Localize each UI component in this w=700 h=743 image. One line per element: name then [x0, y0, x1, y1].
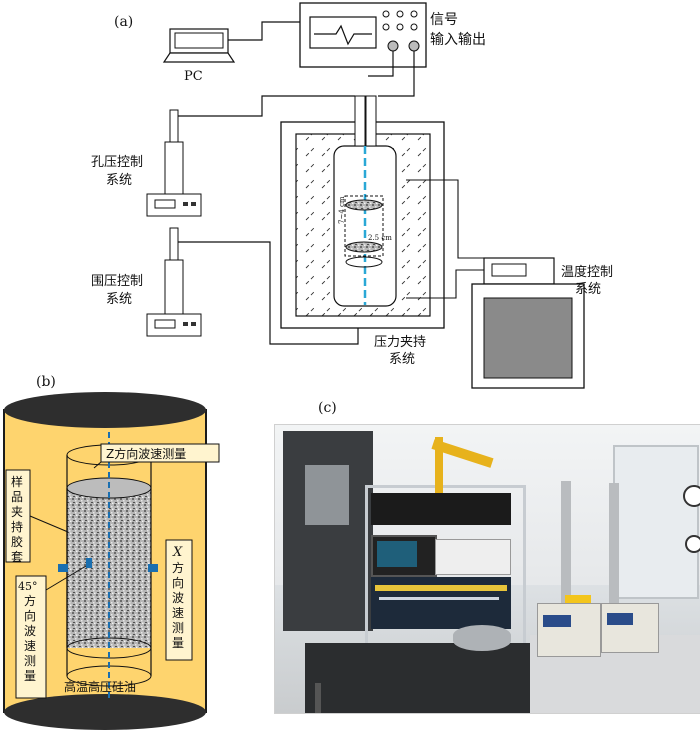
- z-label-box: [100, 443, 220, 463]
- deg45-char-3: 波: [24, 624, 36, 638]
- vessel-bottom-cap: [4, 694, 206, 730]
- oil-label: 高温高压硅油: [64, 679, 136, 694]
- signal-generator: [371, 493, 511, 525]
- deg45-label: 45° 方 向 波 速 测 量: [18, 580, 38, 683]
- lab-equipment-photo: [274, 424, 700, 714]
- pore-label-2: 系统: [106, 173, 132, 188]
- holder-label-2: 系统: [389, 352, 415, 367]
- panel-b-tag: (b): [36, 374, 56, 390]
- deg45-char-4: 速: [24, 639, 36, 653]
- dim-width-label: 2.5 cm: [368, 234, 392, 242]
- confining-cable: [178, 241, 359, 345]
- pore-cable: [178, 95, 355, 117]
- x-char-1: 方: [172, 560, 184, 575]
- sleeve-label: 样 品 夹 持 胶 套: [11, 474, 23, 564]
- pressure-vessel: [453, 625, 511, 651]
- pore-pressure-pump: [146, 109, 202, 217]
- panel-a: (a) 信号 输入输出 PC 孔压控制: [91, 2, 613, 389]
- z-label: Z方向波速测量: [106, 446, 186, 461]
- cable-out-2: [378, 51, 415, 97]
- cabinet-door: [283, 431, 373, 631]
- confining-label-1: 围压控制: [91, 274, 143, 289]
- waveform-trace: [314, 24, 372, 46]
- sleeve-label-box: [5, 469, 31, 563]
- deg45-label-box: [15, 575, 47, 699]
- sleeve-char-5: 胶: [11, 534, 23, 549]
- panel-b: (b) Z方向波速测量 样 品 夹 持 胶 套: [3, 374, 220, 730]
- temp-cable-1: [406, 179, 484, 259]
- holder-label-1: 压力夹持: [374, 335, 426, 350]
- device-knobs: [382, 10, 420, 52]
- syringe-pump-2: [601, 603, 659, 653]
- wall-clock-2: [685, 535, 700, 553]
- wall-clock: [683, 485, 700, 507]
- confining-label-2: 系统: [106, 292, 132, 307]
- pore-label-1: 孔压控制: [91, 155, 143, 170]
- temp-cable-2: [406, 269, 484, 299]
- pc-cable: [228, 21, 300, 41]
- transducer-right: [148, 564, 158, 572]
- equipment-rack: [365, 485, 526, 713]
- pressure-holder: [280, 95, 445, 329]
- vessel-top-cap: [4, 392, 206, 428]
- panel-a-tag: (a): [114, 14, 133, 30]
- transducer-left: [58, 564, 68, 572]
- pc-label: PC: [184, 69, 203, 84]
- pump-rod-2: [609, 483, 619, 609]
- panel-c-tag: (c): [318, 400, 337, 416]
- oscilloscope-screen: [309, 16, 377, 49]
- confining-pressure-pump: [146, 227, 202, 337]
- deg45-char-2: 向: [24, 608, 36, 623]
- x-char-5: 测: [172, 621, 184, 635]
- transducer-45: [86, 558, 92, 568]
- pc-icon: [162, 28, 236, 63]
- lab-bench: [305, 643, 535, 713]
- sleeve-char-3: 夹: [11, 505, 23, 519]
- x-label-top: X: [172, 545, 183, 560]
- sleeve-char-2: 品: [11, 490, 23, 504]
- deg45-char-1: 方: [24, 593, 36, 608]
- cable-out-1: [368, 51, 394, 77]
- deg45-char-5: 测: [24, 654, 36, 668]
- temp-label-2: 系统: [575, 282, 601, 297]
- x-char-3: 波: [172, 591, 184, 605]
- x-label: X 方 向 波 速 测 量: [172, 545, 184, 650]
- signal-io-label-1: 信号: [430, 12, 458, 28]
- x-char-6: 量: [172, 636, 184, 650]
- deg45-top: 45°: [18, 580, 38, 593]
- x-label-box: [165, 539, 193, 661]
- sleeve-char-4: 持: [11, 519, 23, 534]
- x-char-2: 向: [172, 575, 184, 590]
- pulser-unit: [435, 539, 511, 575]
- temperature-controller: [471, 257, 585, 389]
- pump-rod-1: [561, 481, 571, 609]
- x-char-4: 速: [172, 606, 184, 620]
- temp-label-1: 温度控制: [561, 264, 613, 280]
- dim-height-label: 7~4 cm: [338, 196, 346, 224]
- syringe-pump-1: [537, 603, 601, 657]
- deg45-char-6: 量: [24, 669, 36, 683]
- signal-io-label-2: 输入输出: [430, 32, 486, 48]
- sleeve-char-6: 套: [11, 550, 23, 564]
- sleeve-char-1: 样: [11, 474, 23, 489]
